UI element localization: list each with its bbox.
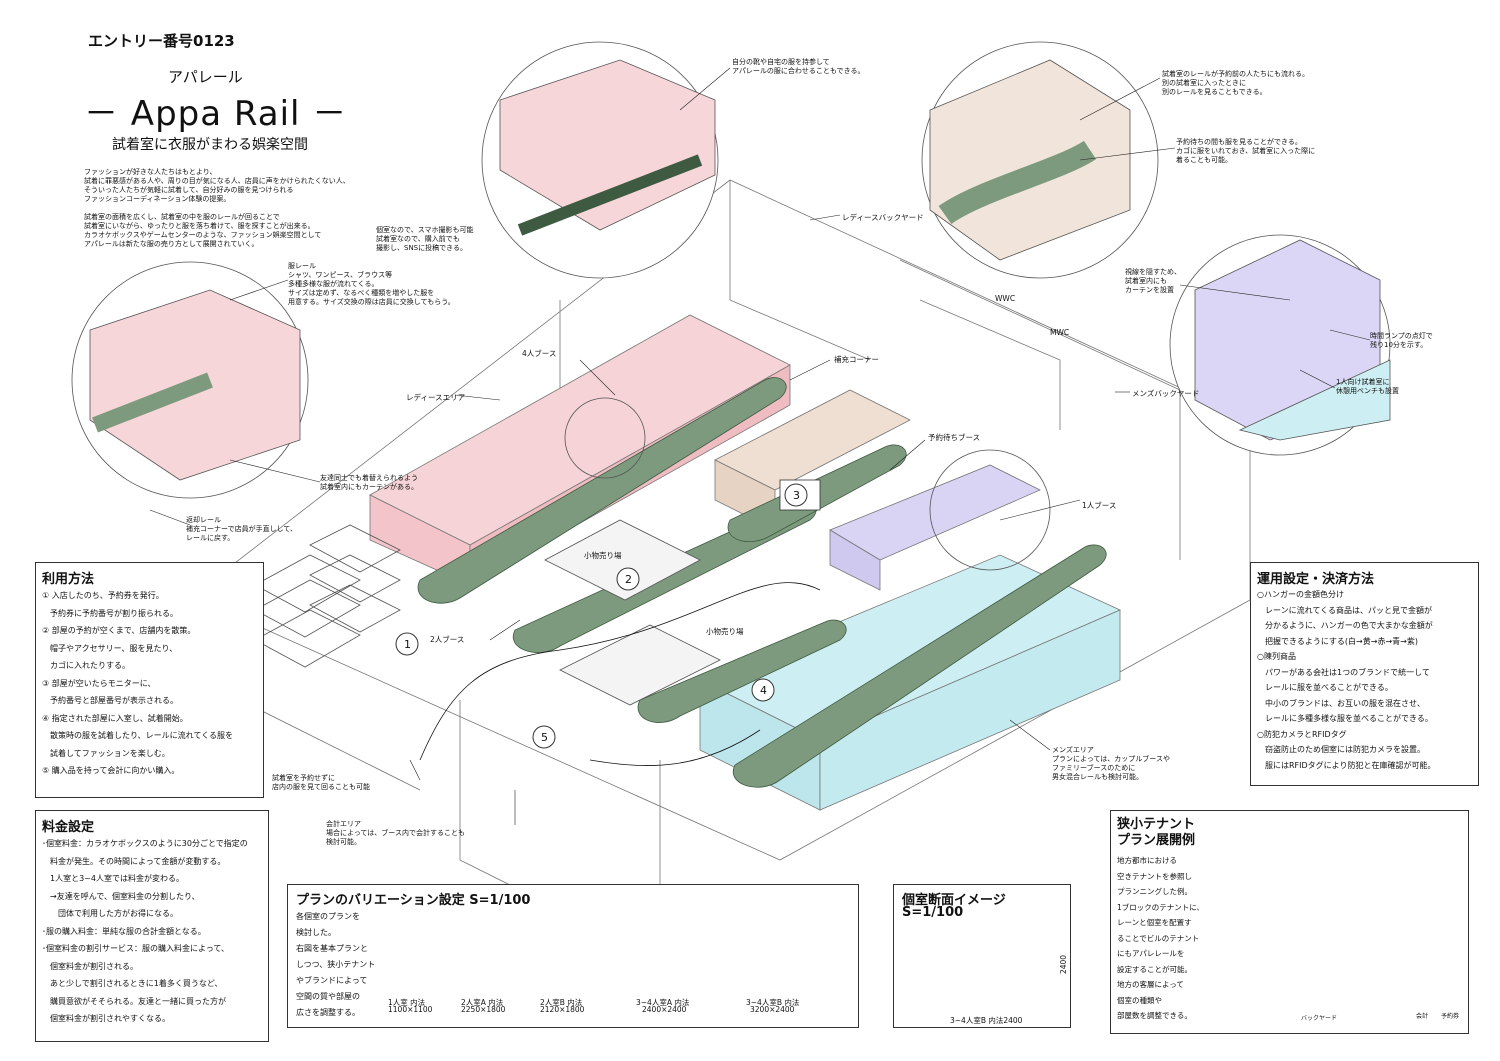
plan-dim-3: 2120×1800 (540, 1005, 585, 1014)
step-number-5: 5 (541, 731, 548, 744)
plan-name-4: 3~4人室A 内法 (636, 998, 690, 1007)
step-marker-3 (784, 483, 808, 507)
one-booth-front (829, 529, 881, 591)
label-two-booth: 2人ブース (430, 635, 465, 644)
inner-wall (729, 180, 871, 361)
plan-name-5: 3~4人室B 内法 (746, 998, 800, 1007)
shelving (254, 524, 401, 668)
circle-marker-one-booth (929, 449, 1051, 571)
usage-panel: 利用方法 ① 入店したのち、予約券を発行。 予約券に予約番号が割り振られる。 ②… (35, 562, 264, 798)
tenant-title: 狭小テナント プラン展開例 (1117, 817, 1196, 848)
ladies-rail (417, 377, 787, 604)
label-goods-2: 小物売り場 (706, 627, 744, 636)
step-marker-5 (532, 725, 556, 749)
usage-steps: ① 入店したのち、予約券を発行。 予約券に予約番号が割り振られる。 ② 部屋の予… (42, 591, 234, 775)
note-checkout: 会計エリア 場合によっては、ブース内で会計することも 検討可能。 (326, 820, 465, 846)
label-one-booth: 1人ブース (1082, 501, 1117, 510)
step-marker-2 (616, 567, 640, 591)
label-waiting-booth: 予約待ちブース (928, 433, 981, 442)
plan-dim-1: 1100×1100 (388, 1005, 433, 1014)
label-wwc: WWC (995, 294, 1016, 303)
note-waiting: 予約待ちの間も服を見ることができる。 カゴに服をいれておき、試着室に入った際に … (1176, 138, 1316, 164)
tenant-backyard: バックヤード (1301, 1015, 1338, 1022)
note-curtain-hide: 視線を隠すため、 試着室内にも カーテンを設置 (1125, 268, 1181, 294)
label-mens-backyard: メンズバックヤード (1132, 389, 1200, 398)
mens-rail (732, 544, 1107, 788)
detail-circle-left (71, 261, 309, 499)
plan-dim-2: 2250×1800 (461, 1005, 506, 1014)
detail-circle-right (1169, 234, 1391, 456)
flow-path (419, 582, 821, 761)
note-time-lamp: 時間ランプの点灯で 残り10分を示す。 (1370, 332, 1433, 349)
wc-walls (919, 299, 1061, 430)
step-number-3: 3 (793, 489, 800, 502)
label-ladies-backyard: レディースバックヤード (842, 213, 924, 222)
operations-title: 運用設定・決済方法 (1257, 572, 1375, 587)
step-number-2: 2 (625, 573, 632, 586)
step-marker-1 (395, 632, 419, 656)
label-mwc: MWC (1050, 328, 1070, 337)
note-no-booking: 試着室を予約せずに 店内の服を見て回ることも可能 (272, 774, 370, 791)
page-subtitle: 試着室に衣服がまわる娯楽空間 (112, 137, 308, 153)
detail-circle-top-center (481, 41, 719, 279)
note-mens-area: メンズエリア プランによっては、カップルブースや ファミリーブースのために 男女… (1052, 746, 1170, 781)
leader-lines (149, 67, 1371, 825)
plan-name-3: 2人室B 内法 (540, 998, 583, 1007)
step-number-4: 4 (760, 684, 767, 697)
section-panel: 個室断面イメージ S=1/100 2400 3~4人室B 内法2400 (893, 884, 1071, 1028)
plan-variation-panel: プランのバリエーション設定 S=1/100 各個室のプランを 検討した。 右図を… (287, 884, 859, 1028)
goods-shelves (544, 519, 721, 706)
label-four-booth: 4人ブース (522, 349, 557, 358)
circle-marker-four-booth (564, 397, 646, 479)
detail-circle-top-right (921, 41, 1159, 279)
plan-name-1: 1人室 内法 (388, 998, 426, 1007)
one-booth-zone (829, 464, 1041, 591)
note-private-room: 個室なので、スマホ撮影も可能 試着室なので、購入前でも 撮影し、SNSに投稿でき… (376, 226, 474, 252)
note-bench: 1人向け試着室に 休憩用ベンチも設置 (1336, 378, 1399, 395)
price-panel: 料金設定 ･個室料金：カラオケボックスのように30分ごとで指定の 料金が発生。そ… (35, 810, 269, 1042)
plan-name-2: 2人室A 内法 (461, 998, 504, 1007)
operations-panel: 運用設定・決済方法 ○ハンガーの金額色分け レーンに流れてくる商品は、パッと見で… (1250, 562, 1479, 786)
section-height: 2400 (1059, 954, 1069, 975)
title-kana: アパレール (168, 68, 243, 86)
note-clothing-rail: 服レール シャツ、ワンピース、ブラウス等 多種多様な服が流れてくる。 サイズは定… (288, 262, 455, 306)
note-bring-clothes: 自分の靴や自宅の服を持参して アパレールの服に合わせることもできる。 (732, 58, 865, 75)
note-rail-flow: 試着室のレールが予約前の人たちにも流れる。 別の試着室に入ったときに 別のレール… (1162, 70, 1309, 96)
tenant-panel: 狭小テナント プラン展開例 地方都市における 空きテナントを参照し プランニング… (1110, 810, 1469, 1034)
label-refill-corner: 補充コーナー (834, 355, 879, 364)
plan-variation-title: プランのバリエーション設定 S=1/100 (296, 893, 531, 908)
price-details: ･個室料金：カラオケボックスのように30分ごとで指定の 料金が発生。その時間によ… (42, 839, 248, 1023)
front-wall (239, 620, 421, 791)
section-caption: 3~4人室B 内法2400 (950, 1016, 1023, 1025)
usage-title: 利用方法 (42, 572, 95, 587)
operations-details: ○ハンガーの金額色分け レーンに流れてくる商品は、パッと見で金額が 分かるように… (1257, 590, 1436, 770)
page-title: － Appa Rail － (84, 94, 348, 134)
tenant-reception: 予約券 (1441, 1013, 1460, 1020)
section-scale: S=1/100 (902, 905, 964, 920)
label-ladies-area: レディースエリア (406, 393, 466, 402)
plan-dim-5: 3200×2400 (750, 1005, 795, 1014)
price-title: 料金設定 (42, 820, 95, 835)
step-number-1: 1 (404, 638, 411, 651)
flow-path-2 (589, 729, 761, 766)
step-marker-4 (751, 678, 775, 702)
note-curtain-friends: 友達同士でも着替えられるよう 試着室内にもカーテンがある。 (320, 474, 418, 491)
tenant-desc: 地方都市における 空きテナントを参照し プランニングした例。 1ブロックのテナン… (1117, 856, 1205, 1020)
plan-variation-desc: 各個室のプランを 検討した。 右図を基本プランと しつつ、狭小テナント やブラン… (296, 912, 376, 1017)
tenant-cashier: 会計 (1416, 1013, 1429, 1020)
intro-text: ファッションが好きな人たちはもとより、 試着に罪悪感がある人や、周りの目が気にな… (84, 168, 350, 248)
mens-area-side (819, 609, 1121, 811)
plan-dim-4: 2400×2400 (642, 1005, 687, 1014)
note-return-rail: 返却レール 補充コーナーで店員が手直しして、 レールに戻す。 (186, 516, 298, 542)
entry-number: エントリー番号0123 (88, 32, 235, 50)
section-title: 個室断面イメージ (902, 893, 1006, 908)
goods-rail (637, 619, 847, 723)
label-goods-1: 小物売り場 (584, 551, 622, 560)
